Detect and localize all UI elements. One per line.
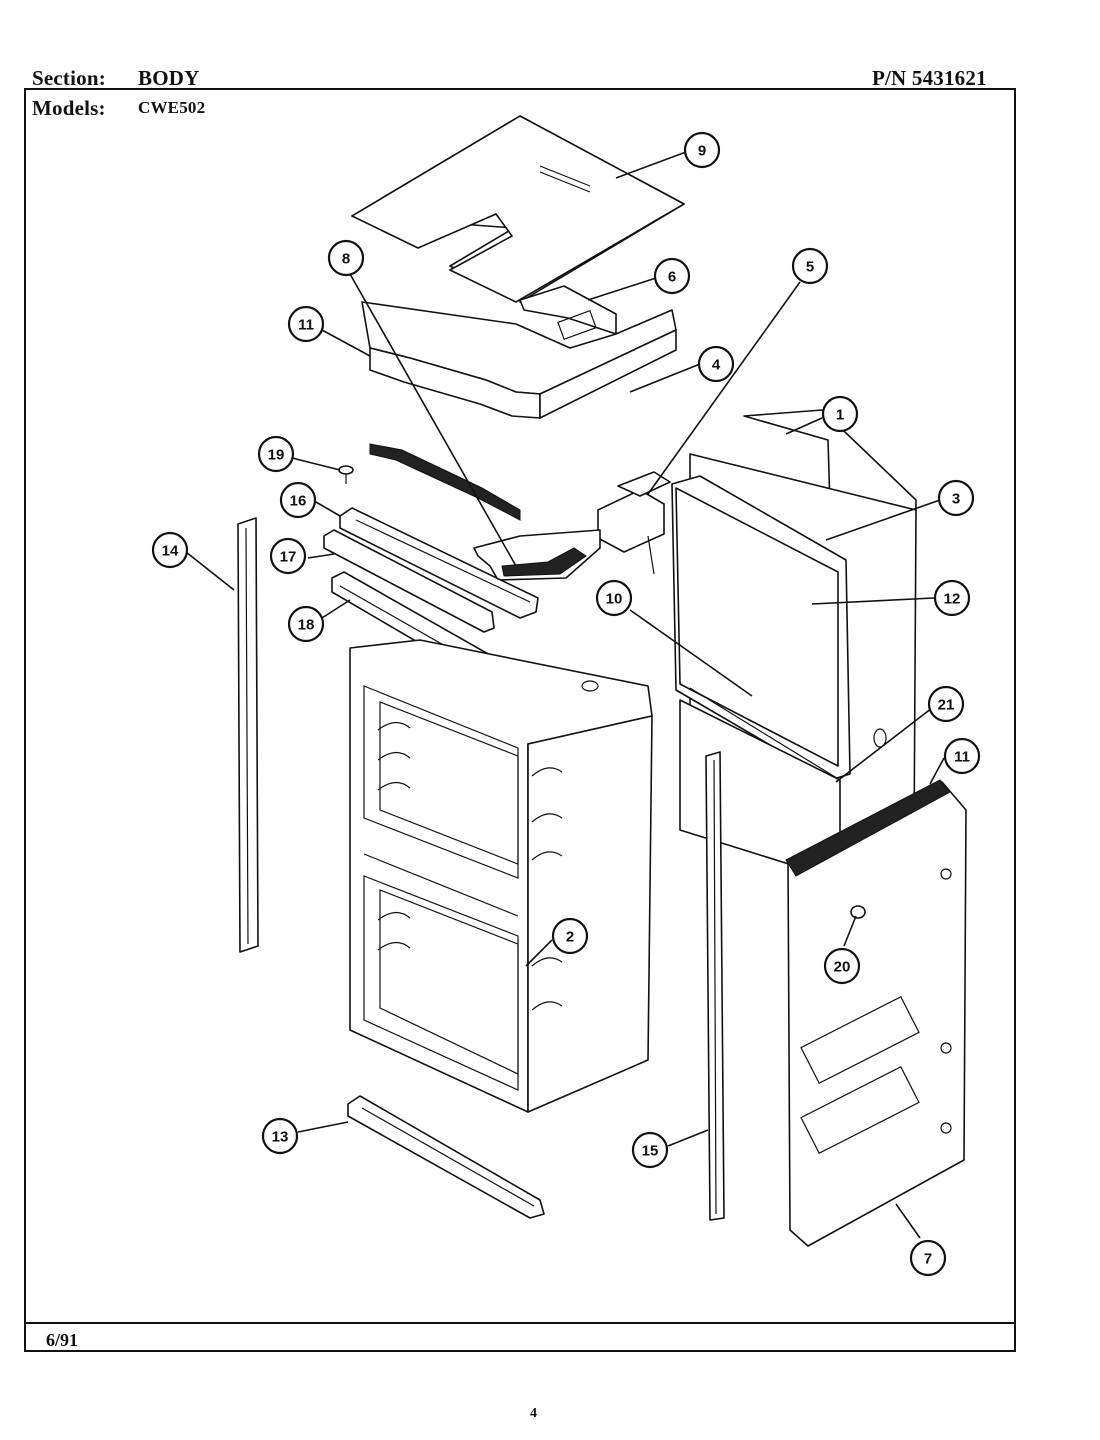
part-11-upper-rail <box>369 443 521 521</box>
callout-7: 7 <box>909 1239 947 1277</box>
part-13-bottom-rail <box>347 1095 545 1219</box>
callout-11-lower-label: 11 <box>954 749 970 766</box>
part-12-divider-panel <box>671 475 851 781</box>
callout-11-lower: 11 <box>943 737 981 775</box>
callout-16: 16 <box>279 481 317 519</box>
models-label: Models: <box>32 96 106 120</box>
callout-3: 3 <box>937 479 975 517</box>
part-16-vent-rail <box>339 507 539 619</box>
part-19-screw <box>338 465 354 484</box>
revision-date: 6/91 <box>46 1330 79 1350</box>
callout-3-label: 3 <box>952 491 960 508</box>
callout-21: 21 <box>927 685 965 723</box>
section-value: BODY <box>138 66 200 90</box>
callout-16-label: 16 <box>290 493 307 510</box>
part-number: P/N 5431621 <box>872 66 987 90</box>
callout-5-label: 5 <box>806 259 814 276</box>
callout-1-label: 1 <box>836 407 844 424</box>
part-14-left-trim <box>237 517 259 953</box>
part-9-top-panel <box>351 115 685 323</box>
callout-20: 20 <box>823 947 861 985</box>
diagram-frame <box>24 88 1016 1352</box>
callout-2-label: 2 <box>566 929 574 946</box>
callout-14: 14 <box>151 531 189 569</box>
callout-13: 13 <box>261 1117 299 1155</box>
part-15-right-trim <box>705 751 725 1221</box>
part-8-duct <box>473 529 601 581</box>
callout-15: 15 <box>631 1131 669 1169</box>
callout-8-label: 8 <box>342 251 350 268</box>
callout-11-upper: 11 <box>287 305 325 343</box>
callout-6: 6 <box>653 257 691 295</box>
callout-18: 18 <box>287 605 325 643</box>
callout-14-label: 14 <box>162 543 179 560</box>
callout-20-label: 20 <box>834 959 851 976</box>
callout-10: 10 <box>595 579 633 617</box>
callout-15-label: 15 <box>642 1143 659 1160</box>
callout-2: 2 <box>551 917 589 955</box>
callout-13-label: 13 <box>272 1129 289 1146</box>
footer-divider <box>24 1322 1016 1324</box>
callout-17-label: 17 <box>280 549 297 566</box>
callout-19: 19 <box>257 435 295 473</box>
callout-1: 1 <box>821 395 859 433</box>
callout-9: 9 <box>683 131 721 169</box>
leader-lines <box>185 151 945 1239</box>
oven-body-frame <box>349 639 653 1113</box>
section-label: Section: <box>32 66 106 90</box>
callout-12-label: 12 <box>944 591 961 608</box>
callout-12: 12 <box>933 579 971 617</box>
page-number: 4 <box>530 1406 537 1421</box>
callout-5: 5 <box>791 247 829 285</box>
callout-6-label: 6 <box>668 269 676 286</box>
callout-17: 17 <box>269 537 307 575</box>
models-value: CWE502 <box>138 98 206 117</box>
callout-7-label: 7 <box>924 1251 932 1268</box>
part-4-oven-top <box>361 301 677 419</box>
callout-18-label: 18 <box>298 617 315 634</box>
callout-4: 4 <box>697 345 735 383</box>
callout-8: 8 <box>327 239 365 277</box>
callout-9-label: 9 <box>698 143 706 160</box>
part-7-side-panel <box>785 779 967 1247</box>
callout-19-label: 19 <box>268 447 285 464</box>
callout-10-label: 10 <box>606 591 623 608</box>
callout-21-label: 21 <box>938 697 955 714</box>
part-17-trim-strip <box>323 529 495 633</box>
callout-4-label: 4 <box>712 357 721 374</box>
callout-11-upper-label: 11 <box>298 317 314 334</box>
